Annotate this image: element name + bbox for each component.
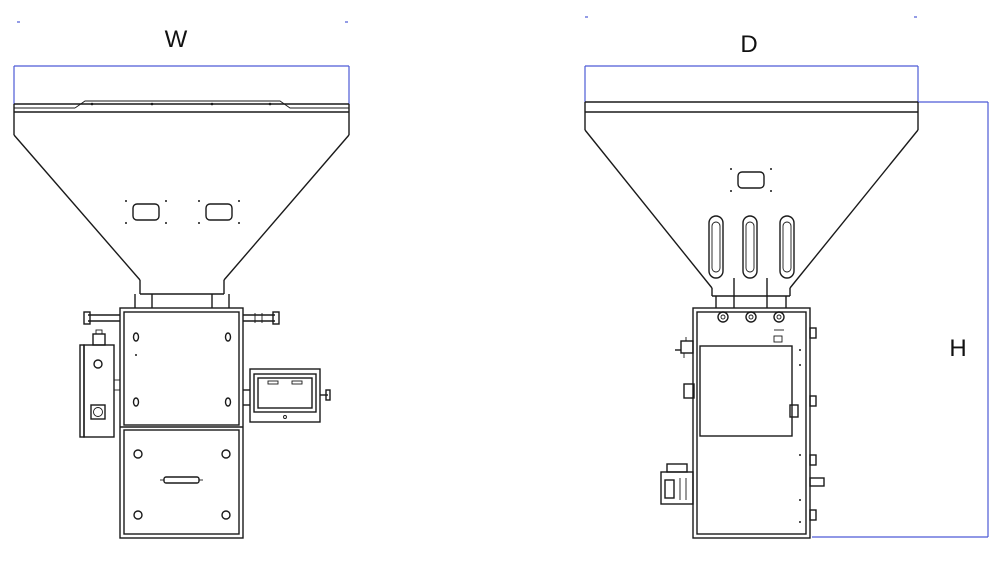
- depth-label: D: [740, 31, 757, 58]
- hmi-touchscreen: [243, 368, 331, 423]
- control-cabinet: [79, 329, 120, 438]
- blender-body: [119, 307, 244, 539]
- height-dimension: H: [812, 101, 989, 538]
- width-label: W: [165, 26, 188, 53]
- side-body: [683, 307, 825, 539]
- depth-dimension: D: [584, 16, 919, 102]
- side-sight-window: [730, 168, 772, 192]
- side-view: D H: [584, 16, 989, 539]
- side-motor: [660, 463, 694, 505]
- hopper-cone: [13, 112, 350, 308]
- side-hopper-rim: [584, 101, 919, 130]
- level-sensor-slots: [708, 215, 795, 308]
- height-label: H: [949, 335, 966, 362]
- sight-window-left: [125, 200, 167, 224]
- front-view: W: [13, 21, 350, 539]
- width-dimension: W: [13, 21, 350, 104]
- side-valve: [675, 337, 694, 358]
- side-hopper-cone: [584, 129, 919, 308]
- side-fittings: [83, 311, 280, 325]
- sight-window-right: [198, 200, 240, 224]
- hopper-rim: [13, 100, 350, 113]
